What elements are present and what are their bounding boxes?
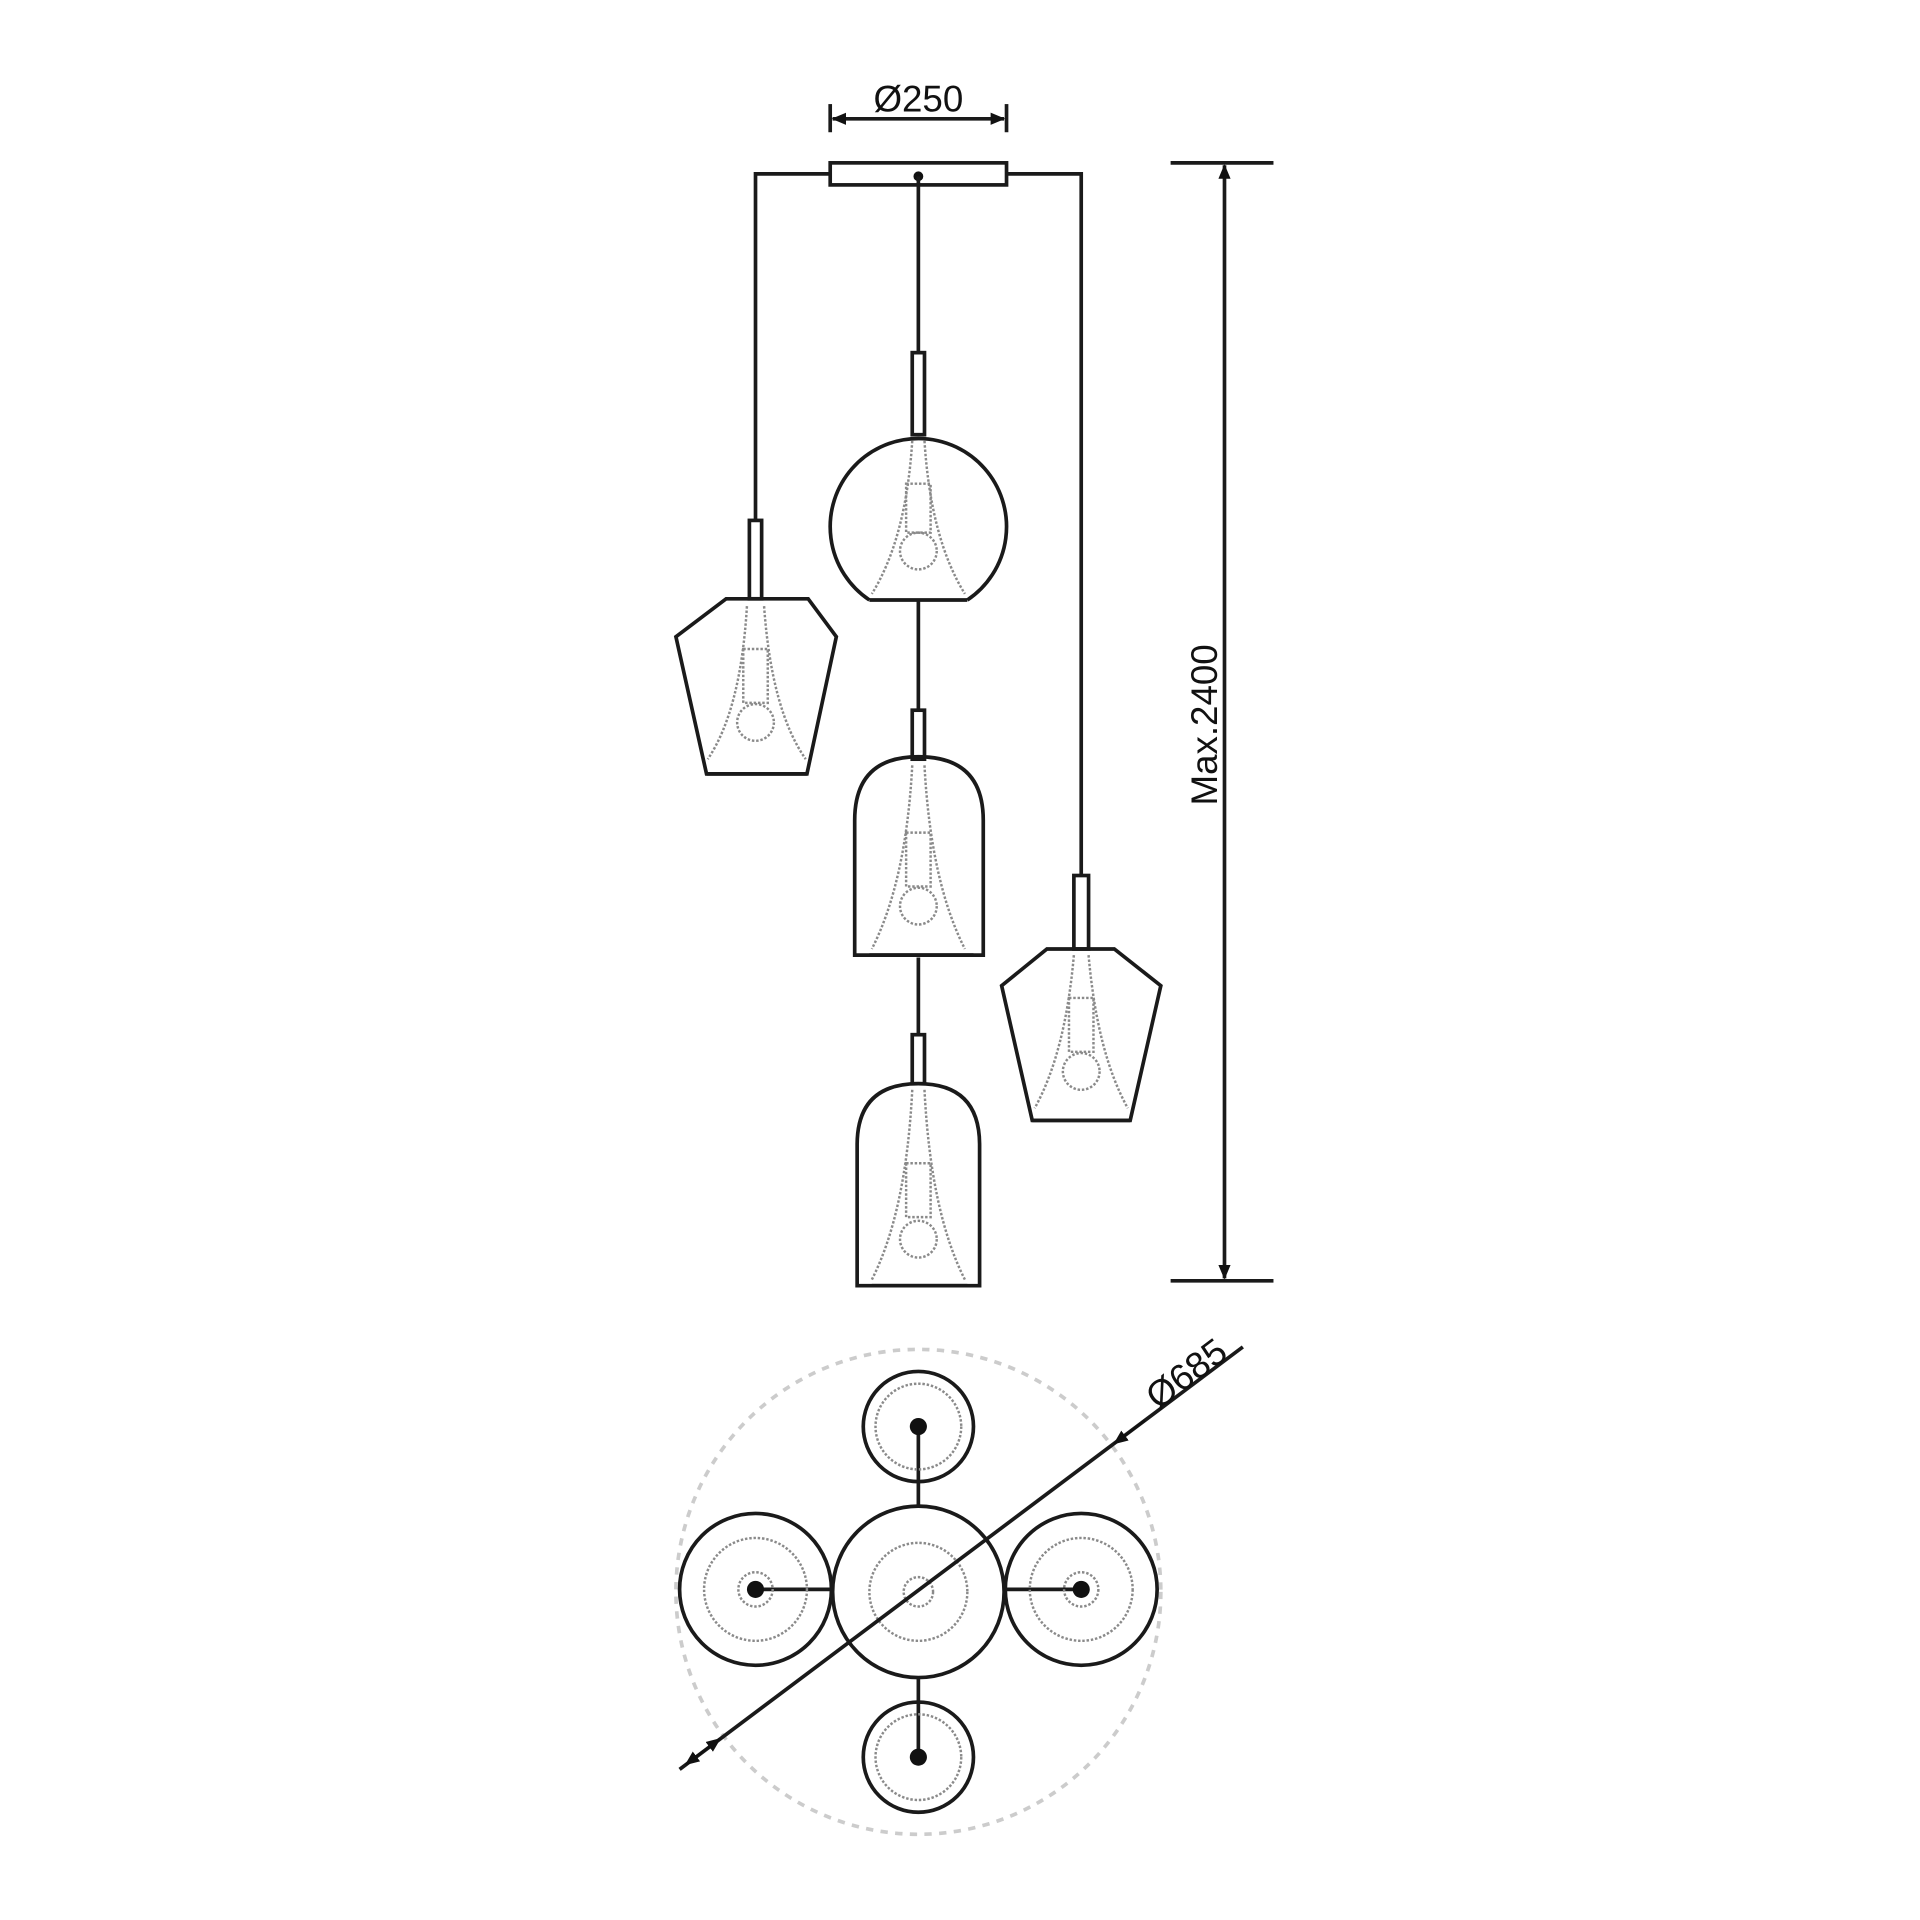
pendant-left bbox=[673, 518, 839, 776]
pendant-bottom bbox=[855, 1032, 982, 1288]
max-height-label: Max.2400 bbox=[1184, 644, 1225, 805]
canopy-dimension: Ø250 bbox=[828, 78, 1009, 133]
canopy bbox=[753, 161, 1084, 876]
plan-view: Ø685 bbox=[674, 1330, 1244, 1837]
pendant-middle bbox=[852, 708, 986, 1035]
pendant-globe bbox=[828, 350, 1009, 711]
pendant-right bbox=[999, 873, 1163, 1123]
overall-diameter-label: Ø685 bbox=[1138, 1330, 1234, 1417]
canopy-diameter-label: Ø250 bbox=[873, 78, 963, 119]
height-dimension: Max.2400 bbox=[1170, 161, 1274, 1283]
